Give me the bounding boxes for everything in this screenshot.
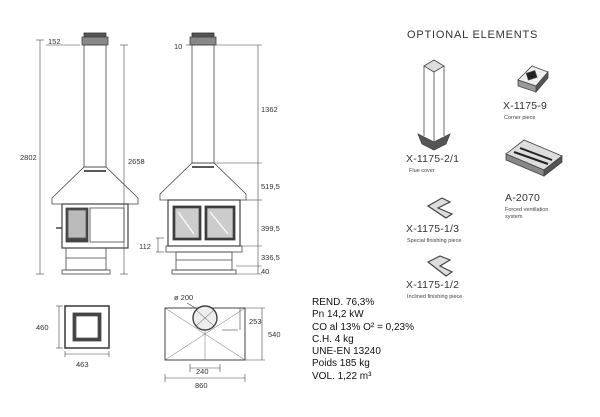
special-finishing-code: X-1175-1/3 — [406, 223, 459, 235]
side-ash-dim: 112 — [139, 242, 151, 251]
side-foot-dim: 40 — [261, 267, 269, 276]
base-view — [56, 305, 110, 357]
plan-offset-dim: 253 — [249, 317, 262, 326]
base-depth-dim: 460 — [36, 323, 49, 332]
forced-ventilation-label: Forced ventilation — [505, 207, 548, 213]
corner-piece-code: X-1175-9 — [503, 100, 547, 112]
spec-efficiency: REND. 76,3% — [312, 297, 375, 308]
front-top-width: 152 — [48, 37, 61, 46]
inclined-finishing-piece-icon — [426, 255, 454, 277]
spec-co-emission: CO al 13% O² = 0,23% — [312, 321, 414, 333]
special-finishing-label: Special finishing piece — [407, 238, 461, 244]
side-top-dim: 10 — [174, 42, 182, 51]
front-body-height: 2658 — [128, 157, 145, 166]
spec-standard: UNE-EN 13240 — [312, 346, 381, 358]
spec-power: Pn 14,2 kW — [312, 309, 364, 321]
plan-view — [164, 302, 265, 382]
corner-piece-icon — [517, 65, 549, 94]
side-glass-dim: 399,5 — [261, 224, 280, 233]
forced-ventilation-label2: system — [505, 214, 523, 220]
side-flue-dim: 1362 — [261, 105, 278, 114]
front-total-height: 2802 — [20, 153, 37, 162]
plan-width-dim: 860 — [195, 381, 208, 390]
inclined-finishing-label: Inclined finishing piece — [407, 294, 462, 300]
spec-load: C.H. 4 kg — [312, 333, 354, 345]
flue-cover-code: X-1175-2/1 — [406, 153, 459, 165]
optional-elements-title: OPTIONAL ELEMENTS — [407, 29, 538, 41]
flue-cover-label: Flue cover — [409, 168, 435, 174]
specifications-list: REND. 76,3% Pn 14,2 kW CO al 13% O² = 0,… — [312, 297, 512, 383]
side-hood-dim: 519,5 — [261, 182, 280, 191]
side-view — [156, 32, 262, 275]
special-finishing-piece-icon — [426, 197, 454, 219]
inclined-finishing-code: X-1175-1/2 — [406, 279, 459, 291]
forced-ventilation-code: A-2070 — [505, 192, 540, 204]
plan-center-dim: 240 — [196, 367, 209, 376]
base-width-dim: 463 — [76, 360, 89, 369]
forced-ventilation-icon — [505, 139, 563, 177]
corner-piece-label: Corner piece — [504, 115, 536, 121]
plan-diameter-dim: ø 200 — [174, 293, 193, 302]
flue-cover-icon — [417, 59, 451, 151]
front-view — [36, 32, 139, 275]
side-base-dim: 336,5 — [261, 253, 280, 262]
spec-volume: VOL. 1,22 m³ — [312, 370, 372, 382]
plan-depth-dim: 540 — [268, 330, 281, 339]
spec-weight: Poids 185 kg — [312, 358, 370, 370]
